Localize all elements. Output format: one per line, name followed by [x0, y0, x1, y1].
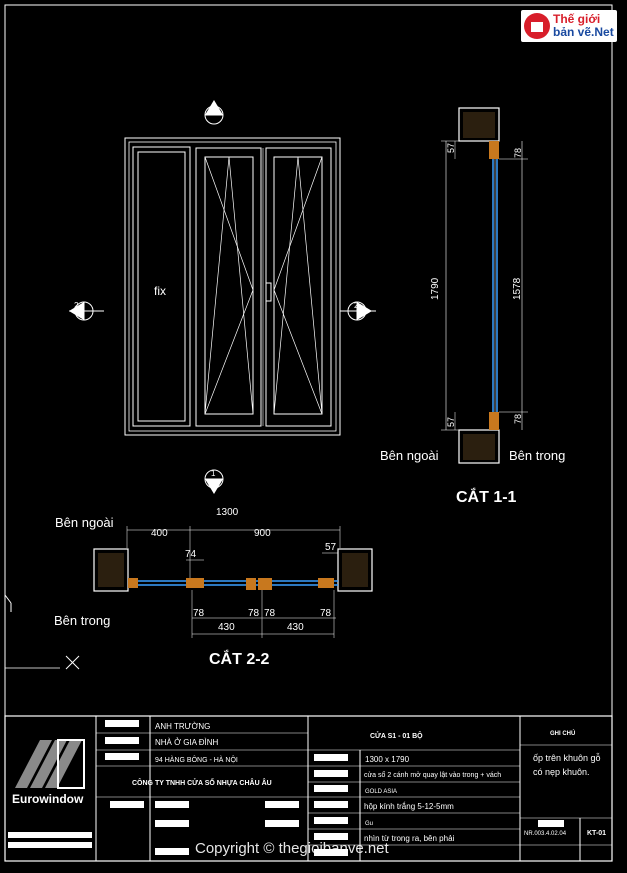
- section-2-2: 400 900 74 57 78 78 78 78 430 430 Bên ng…: [54, 515, 373, 668]
- copyright-watermark: Copyright © thegioibanve.net: [195, 840, 390, 857]
- svg-text:2: 2: [354, 301, 359, 310]
- tb-sheet: KT-01: [587, 830, 606, 837]
- brand-logo[interactable]: Thế giới bản vẽ.Net: [521, 10, 617, 42]
- tb-door-code: CỬA S1 - 01 BỘ: [370, 731, 423, 740]
- brand-line-1: Thế giới: [553, 12, 601, 26]
- title-block: Eurowindow ANH TRƯỜNG NHÀ Ở GIA ĐÌNH 94 …: [4, 715, 613, 862]
- tb-view-note: nhìn từ trong ra, bên phải: [364, 834, 455, 843]
- tb-notes-line1: ốp trên khuôn gỗ: [533, 753, 601, 763]
- tb-size: 1300 x 1790: [365, 755, 410, 764]
- dim-900: 900: [254, 528, 271, 539]
- tb-glass: hộp kính trắng 5-12-5mm: [364, 802, 454, 811]
- dim-78-a: 78: [193, 608, 205, 619]
- dim-top-78: 78: [513, 148, 523, 158]
- dim-bot-57: 57: [446, 417, 456, 427]
- section-2-title: CẮT 2-2: [209, 649, 270, 668]
- fix-label: fix: [154, 284, 166, 298]
- tb-project: NHÀ Ở GIA ĐÌNH: [155, 738, 219, 747]
- tb-door-type: cửa sổ 2 cánh mở quay lật vào trong + vá…: [364, 771, 501, 779]
- tb-address: 94 HÀNG BÔNG - HÀ NỘI: [155, 755, 238, 764]
- tb-notes-line2: có nẹp khuôn.: [533, 767, 590, 777]
- section-1-title: CẮT 1-1: [456, 487, 517, 506]
- window-elevation: fix 1 1 2 2 1300: [69, 100, 376, 518]
- dim-430-a: 430: [218, 622, 235, 633]
- tb-hardware: GOLD ASIA: [365, 789, 397, 795]
- dim-74: 74: [185, 549, 197, 560]
- label-outside-1: Bên ngoài: [380, 448, 439, 463]
- svg-text:2: 2: [74, 301, 79, 310]
- section-1-1: 1790 1578 57 78 57 78 Bên ngoài Bên tron…: [380, 107, 565, 506]
- ucs-axis-icon: [4, 594, 80, 670]
- label-inside-1: Bên trong: [509, 448, 565, 463]
- dim-78-d: 78: [320, 608, 332, 619]
- handle-icon: [265, 282, 272, 302]
- tb-color: Gu: [365, 821, 373, 827]
- eurowindow-logo: [15, 739, 85, 789]
- dim-78-b: 78: [248, 608, 260, 619]
- dim-400: 400: [151, 528, 168, 539]
- tb-doc-number: NR.003.4.02.04: [524, 831, 567, 837]
- label-inside-2: Bên trong: [54, 613, 110, 628]
- section-marker-2-left: 2: [69, 301, 104, 321]
- section-marker-1-bottom: 1: [204, 469, 224, 494]
- logo-text: Eurowindow: [12, 792, 84, 806]
- dim-top-57: 57: [446, 143, 456, 153]
- dim-sash-1578: 1578: [512, 277, 523, 300]
- house-icon: [524, 13, 550, 39]
- tb-person: ANH TRƯỜNG: [155, 722, 210, 731]
- dim-430-b: 430: [287, 622, 304, 633]
- svg-text:1: 1: [211, 469, 216, 478]
- section-marker-1-top: 1: [204, 100, 224, 125]
- dim-total-1790: 1790: [430, 277, 441, 300]
- brand-line-2: bản vẽ.Net: [553, 25, 614, 39]
- dim-78-c: 78: [264, 608, 276, 619]
- svg-text:1: 1: [211, 105, 216, 114]
- elevation-width-dim: 1300: [216, 507, 239, 518]
- section-marker-2-right: 2: [340, 301, 376, 321]
- dim-bot-78: 78: [513, 414, 523, 424]
- label-outside-2: Bên ngoài: [55, 515, 114, 530]
- tb-notes-title: GHI CHÚ: [550, 730, 575, 737]
- dim-57: 57: [325, 542, 337, 553]
- tb-company: CÔNG TY TNHH CỬA SỔ NHỰA CHÂU ÂU: [132, 778, 272, 787]
